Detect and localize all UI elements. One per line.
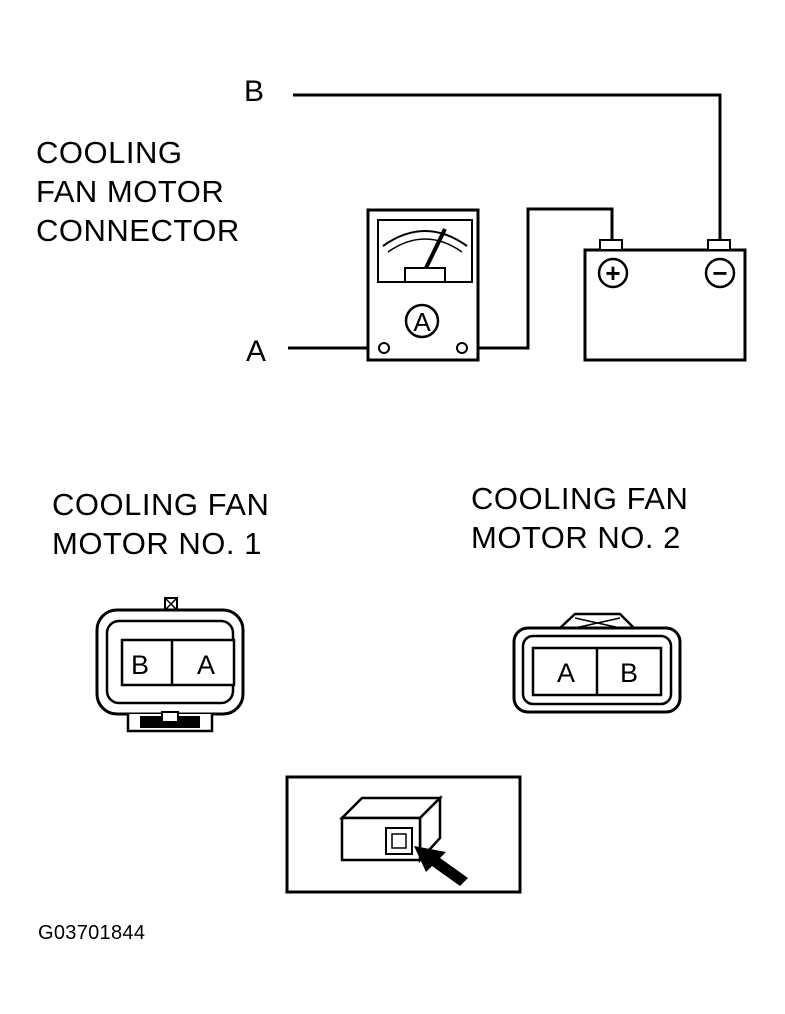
battery-negative-symbol: − bbox=[712, 258, 727, 288]
battery: + − bbox=[583, 239, 747, 362]
motor2-title: COOLING FAN MOTOR NO. 2 bbox=[471, 479, 688, 557]
motor2-pin-b: B bbox=[620, 658, 638, 688]
ammeter-left-terminal bbox=[378, 342, 390, 354]
connector-title-line-3: CONNECTOR bbox=[36, 213, 240, 248]
motor2-title-line-2: MOTOR NO. 2 bbox=[471, 520, 681, 555]
motor1-title-line-1: COOLING FAN bbox=[52, 487, 270, 522]
motor1-pin-b: B bbox=[131, 650, 149, 680]
connector-title-line-1: COOLING bbox=[36, 135, 183, 170]
battery-negative-ring bbox=[704, 257, 736, 289]
connector-title: COOLING FAN MOTOR CONNECTOR bbox=[36, 133, 240, 250]
ammeter-symbol: A bbox=[413, 307, 431, 337]
figure-code: G03701844 bbox=[38, 922, 146, 944]
motor1-pin-a: A bbox=[197, 650, 215, 680]
battery-positive-ring bbox=[597, 257, 629, 289]
wire-b bbox=[293, 93, 722, 240]
terminal-a-label: A bbox=[246, 335, 267, 368]
motor2-pin-a: A bbox=[557, 658, 575, 688]
motor2-connector: A B bbox=[512, 612, 682, 714]
motor1-connector: B A bbox=[95, 597, 245, 733]
motor1-title: COOLING FAN MOTOR NO. 1 bbox=[52, 485, 269, 563]
ammeter-right-terminal bbox=[456, 342, 468, 354]
location-arrow-icon bbox=[414, 846, 468, 886]
motor2-title-line-1: COOLING FAN bbox=[471, 481, 689, 516]
ammeter-symbol-ring bbox=[404, 303, 440, 339]
motor1-title-line-2: MOTOR NO. 1 bbox=[52, 526, 262, 561]
connector-location-inset bbox=[285, 775, 522, 894]
ammeter: A bbox=[366, 208, 480, 362]
terminal-b-label: B bbox=[244, 75, 265, 108]
connector-title-line-2: FAN MOTOR bbox=[36, 174, 225, 209]
battery-positive-symbol: + bbox=[605, 258, 620, 288]
wire-ammeter-to-battery bbox=[466, 207, 614, 350]
